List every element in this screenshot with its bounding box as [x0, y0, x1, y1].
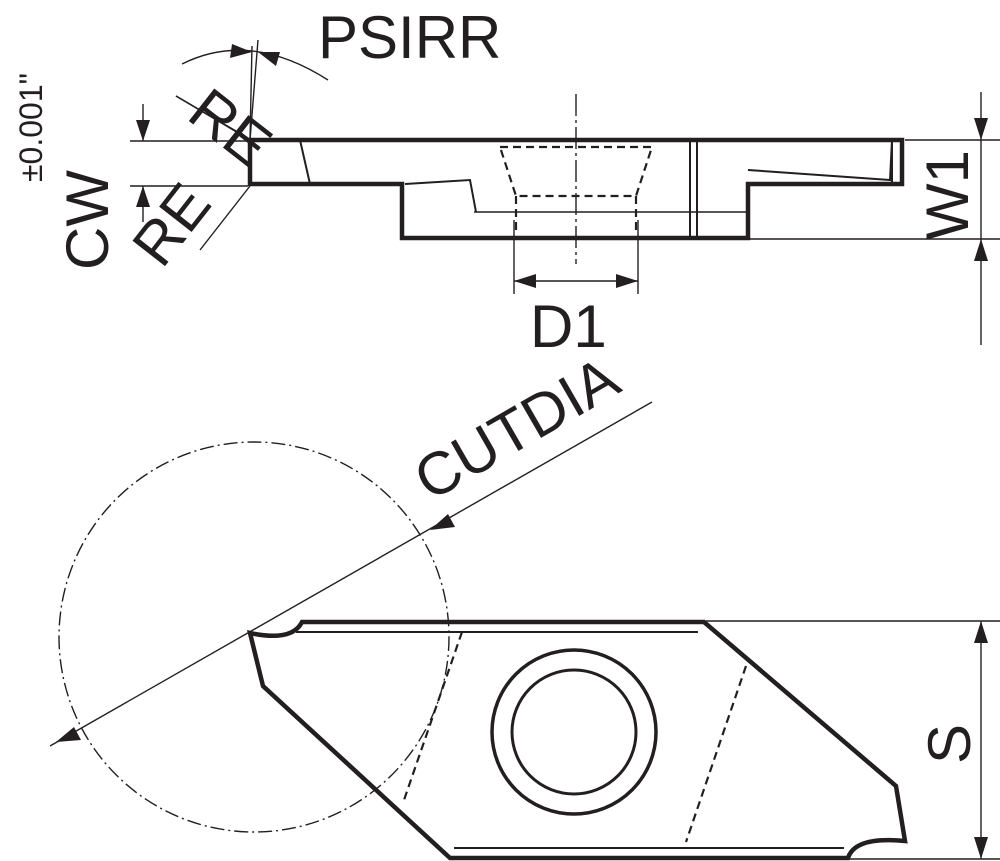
re-top-label: RE [177, 75, 284, 179]
psirr-arrow-left [230, 44, 252, 58]
psirr-arc [181, 49, 329, 81]
w1-arrow-bottom [974, 239, 988, 261]
tolerance-label: ±0.001" [13, 73, 49, 182]
hole-countersink [498, 145, 654, 198]
re-top-leader-b [175, 95, 249, 139]
plan-dashed-left [402, 631, 464, 801]
d1-label: D1 [530, 293, 607, 360]
psirr-extension-a [249, 39, 259, 141]
cutdia-circle [58, 441, 450, 833]
cutdia-label: CUTDIA [403, 344, 630, 514]
chip-breaker-left [404, 178, 477, 213]
psirr-arrow-right [258, 52, 280, 66]
plan-view: CUTDIA S [49, 344, 1000, 861]
plan-dashed-right [684, 665, 748, 843]
rake-edge-line [299, 139, 311, 185]
hole-inner-circle [510, 668, 638, 796]
re-bottom-leader [199, 185, 251, 251]
cutdia-arrow-top [430, 514, 455, 530]
s-arrow-bottom [974, 837, 988, 859]
w1-arrow-top [974, 118, 988, 140]
hole-outer-circle [490, 648, 658, 816]
w1-label: W1 [914, 150, 981, 240]
d1-arrow-left [514, 274, 536, 288]
cw-arrow-bottom [136, 186, 150, 207]
cw-label: CW [54, 170, 121, 270]
re-bottom-label: RE [119, 171, 223, 278]
psirr-extension-b [249, 45, 253, 141]
side-view: D1 W1 CW ±0.001" RE RE PSIRR [13, 4, 1000, 360]
chip-breaker-right [747, 139, 893, 182]
cw-arrow-top [136, 120, 150, 141]
plan-view-outline [246, 619, 908, 861]
d1-arrow-right [616, 274, 638, 288]
cutdia-dimension-line [49, 401, 653, 747]
s-label: S [916, 724, 983, 764]
cutdia-arrow-bottom [56, 727, 81, 742]
psirr-label: PSIRR [318, 4, 501, 71]
s-arrow-top [974, 621, 988, 643]
side-view-outline [247, 137, 905, 241]
